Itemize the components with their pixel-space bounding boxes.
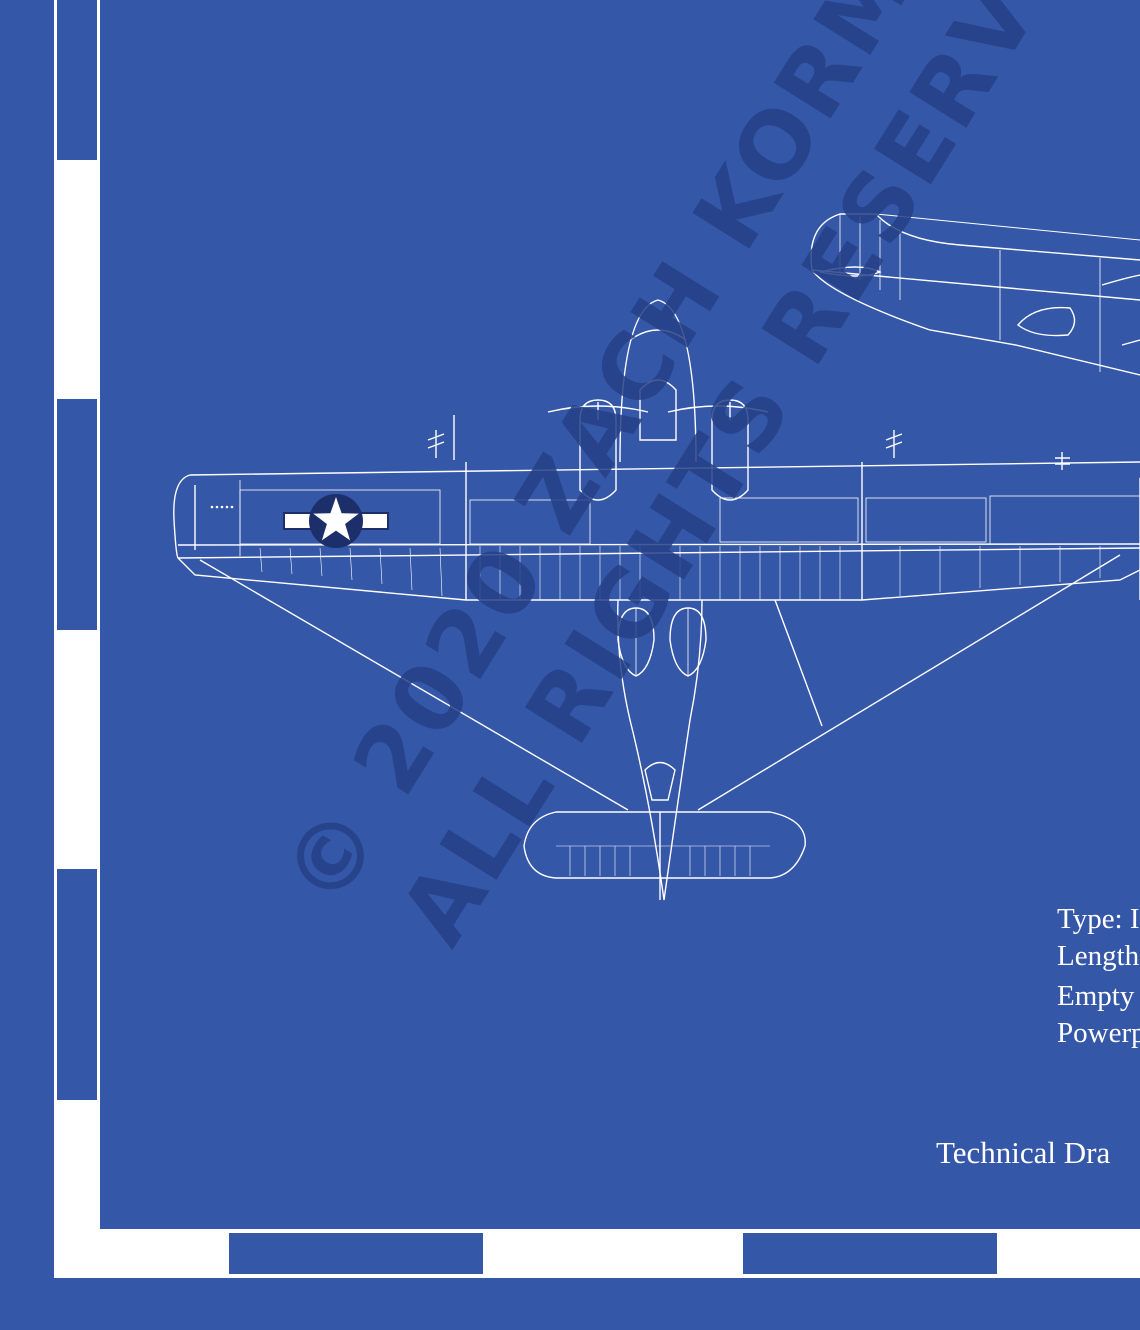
star-roundel-icon xyxy=(283,494,389,548)
spec-powerplant: Powerp xyxy=(1057,1017,1140,1049)
top-view-fuselage xyxy=(523,599,806,901)
technical-drawing-credit: Technical Dra xyxy=(936,1135,1111,1170)
wing-struts xyxy=(199,554,1121,811)
top-view-nose xyxy=(427,299,1070,501)
frame-left-block xyxy=(57,869,97,1100)
spec-empty: Empty xyxy=(1057,980,1135,1012)
frame-left-block xyxy=(57,399,97,630)
drawing-area xyxy=(100,0,1140,1229)
frame-bottom-block xyxy=(743,1233,997,1274)
frame-left-block xyxy=(57,0,97,160)
side-view-drawing xyxy=(810,213,1140,376)
spec-type: Type: I xyxy=(1057,903,1140,935)
spec-length: Length xyxy=(1057,940,1140,972)
frame-bottom-block xyxy=(229,1233,483,1274)
